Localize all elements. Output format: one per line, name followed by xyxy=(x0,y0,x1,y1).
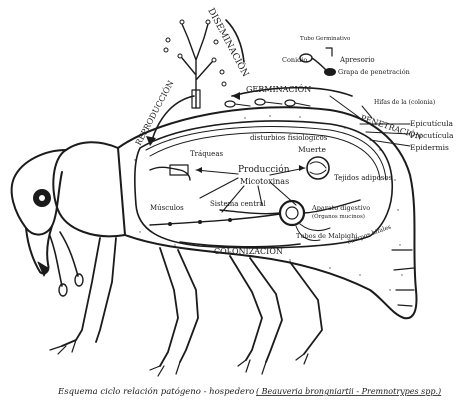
label-colonizacion: COLONIZACIÓN xyxy=(214,247,283,256)
label-hifas: Hifas de la (colonia) xyxy=(374,99,435,106)
label-tubo-germinativo: Tubo Germinativo xyxy=(300,36,351,42)
label-aparato-sub: (Órganos mucinos) xyxy=(312,212,365,220)
label-procuticula: Procutícula xyxy=(410,131,454,140)
label-muerte: Muerte xyxy=(298,145,327,154)
label-disturbios: disturbios fisiológicos xyxy=(250,134,328,142)
antenna xyxy=(50,236,62,286)
label-tejidos: Tejidos adiposos xyxy=(334,174,393,182)
label-traqueas: Tráqueas xyxy=(190,150,223,158)
label-grapa: Grapa de penetración xyxy=(338,68,410,76)
label-germinacion: GERMINACIÓN xyxy=(246,85,311,94)
label-micotoxinas: Micotoxinas xyxy=(240,177,289,186)
caption-main: Esquema ciclo relación patógeno - hosped… xyxy=(57,386,254,397)
label-conidio: Conidio xyxy=(282,56,307,64)
conidiophore xyxy=(164,20,226,108)
label-epidermis: Epidermis xyxy=(410,143,449,152)
label-aparato: Aparato digestivo xyxy=(311,204,370,212)
germinating-spores xyxy=(225,99,310,107)
caption-species: ( Beauveria brongniartii - Premnotrypes … xyxy=(256,387,441,396)
thorax xyxy=(53,142,125,236)
figure-caption: Esquema ciclo relación patógeno - hosped… xyxy=(57,386,441,397)
label-reproduccion: REPRODUCCIÓN xyxy=(134,79,176,147)
label-epicuticula: Epicutícula xyxy=(410,119,454,128)
label-produccion: Producción xyxy=(238,164,290,175)
appressorium xyxy=(324,68,336,76)
digestive-organ xyxy=(280,201,304,225)
label-sistema: Sistema central xyxy=(210,200,267,208)
label-musculos: Músculos xyxy=(150,204,184,212)
label-apresorio: Apresorio xyxy=(339,56,375,64)
legs xyxy=(50,238,322,376)
rostrum xyxy=(26,226,52,274)
label-diseminacion: DISEMINACIÓN xyxy=(205,6,251,79)
